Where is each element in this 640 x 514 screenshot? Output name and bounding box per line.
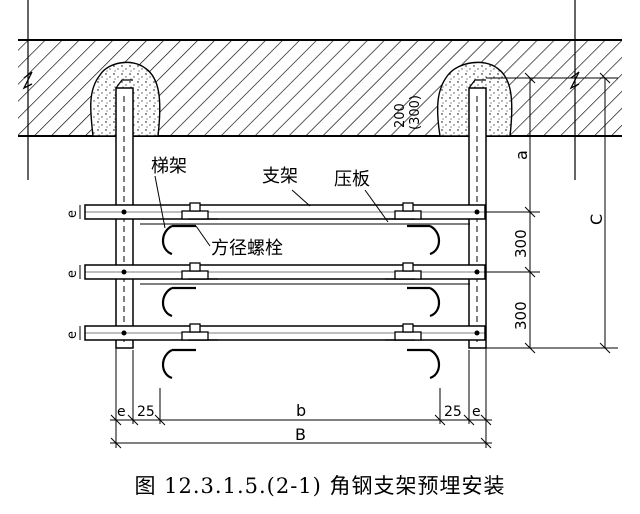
dim-top-embed-1: 200	[393, 103, 408, 128]
square-neck-bolt-label: 方径螺栓	[211, 238, 283, 259]
pressing-plate-label: 压板	[334, 169, 370, 190]
dim-e-3: e	[65, 331, 80, 339]
dim-spacing-1: 300	[512, 229, 530, 258]
support-label: 支架	[262, 166, 298, 187]
dim-top-embed-2: (300)	[408, 95, 423, 130]
clamp-left-1	[161, 202, 218, 256]
dim-a: a	[512, 150, 531, 160]
support-arm-2	[84, 264, 486, 280]
dim-e-right: e	[472, 404, 481, 420]
leader-lines	[154, 175, 389, 247]
dim-spacing-2: 300	[512, 301, 530, 330]
right-dimensions	[486, 72, 618, 354]
support-arm-3	[84, 325, 486, 341]
ladder-frame-label: 梯架	[151, 156, 187, 177]
bottom-dimensions	[110, 348, 492, 449]
clamp-right-2	[385, 262, 441, 318]
dim-b: b	[296, 401, 306, 420]
clamp-left-3	[161, 323, 218, 380]
dim-e-left: e	[117, 404, 126, 420]
dim-25-right: 25	[444, 404, 462, 420]
figure-caption: 图 12.3.1.5.(2-1) 角钢支架预埋安装	[134, 474, 506, 498]
clamp-right-1	[385, 202, 441, 256]
support-arm-1	[84, 204, 486, 220]
dim-e-1: e	[65, 210, 80, 218]
dim-c: C	[587, 214, 606, 225]
clamp-left-2	[161, 262, 218, 318]
clamp-right-3	[385, 323, 441, 380]
dim-B: B	[295, 425, 306, 444]
dim-e-2: e	[65, 270, 80, 278]
dim-25-left: 25	[137, 404, 155, 420]
